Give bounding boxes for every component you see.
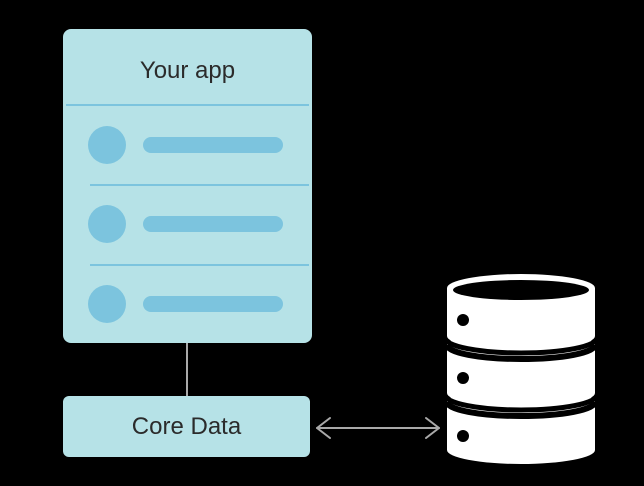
- list-item-dot: [88, 126, 126, 164]
- app-to-core-data-connector: [186, 343, 188, 397]
- database-indicator-dot: [457, 314, 469, 326]
- database-indicator-dot: [457, 430, 469, 442]
- row-divider: [90, 184, 309, 186]
- list-item-bar: [143, 137, 283, 153]
- database-indicator-dot: [457, 372, 469, 384]
- list-item: [63, 126, 312, 186]
- list-item-bar: [143, 296, 283, 312]
- list-item-bar: [143, 216, 283, 232]
- double-arrow-icon: [316, 417, 440, 439]
- list-item-dot: [88, 285, 126, 323]
- row-divider: [90, 264, 309, 266]
- list-item: [63, 205, 312, 265]
- list-item-dot: [88, 205, 126, 243]
- list-item: [63, 285, 312, 345]
- core-data-box: Core Data: [63, 396, 310, 457]
- your-app-panel: Your app: [63, 29, 312, 343]
- database-icon: [442, 274, 600, 464]
- title-divider: [66, 104, 309, 106]
- app-title: Your app: [139, 57, 236, 84]
